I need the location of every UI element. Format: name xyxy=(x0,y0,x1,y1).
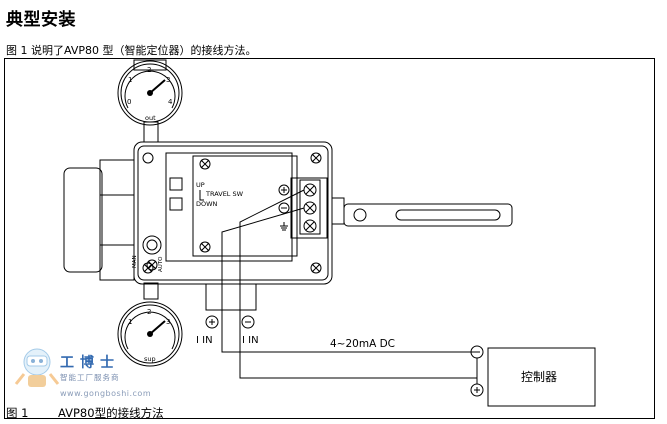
figure-caption: 图 1 AVP80型的接线方法 xyxy=(6,405,164,421)
terminal-travel-label: TRAVEL SW xyxy=(205,190,244,198)
page-title: 典型安装 xyxy=(6,10,76,30)
gauge-bottom-label: sup xyxy=(144,355,156,363)
figure-caption-text: AVP80型的接线方法 xyxy=(58,406,164,420)
gauge-bottom-num-3: 3 xyxy=(166,318,170,326)
gauge-top-num-0: 0 xyxy=(127,98,131,106)
output-pressure-gauge: 0 1 2 3 4 out xyxy=(117,59,183,143)
terminal-down-label: DOWN xyxy=(196,200,218,208)
gauge-top-num-1: 1 xyxy=(128,76,132,84)
watermark-logo: 工博士 xyxy=(60,355,120,371)
gauge-bottom-num-1: 1 xyxy=(128,318,132,326)
watermark-robot-icon xyxy=(14,348,60,387)
watermark-url: www.gongboshi.com xyxy=(60,389,152,398)
controller-box: 控制器 xyxy=(487,347,596,407)
figure-frame xyxy=(4,58,655,419)
signal-label: 4~20mA DC xyxy=(330,338,395,350)
auto-label: AUTO xyxy=(158,256,164,272)
gauge-top-label: out xyxy=(145,114,156,122)
signal-wiring: I IN I IN 4~20mA DC xyxy=(196,189,484,397)
positioner-body: MAN AUTO xyxy=(63,141,513,311)
iin-right-label: I IN xyxy=(242,335,259,346)
terminal-strip: UP TRAVEL SW DOWN xyxy=(196,177,328,239)
gauge-top-num-3: 3 xyxy=(166,76,170,84)
iin-left-label: I IN xyxy=(196,335,213,346)
gauge-bottom-num-2: 2 xyxy=(147,308,151,316)
gauge-top-num-2: 2 xyxy=(147,66,151,74)
supply-pressure-gauge: 1 2 3 sup xyxy=(117,282,183,367)
controller-label: 控制器 xyxy=(521,370,557,384)
watermark-subtitle: 智能工厂服务商 xyxy=(60,373,120,382)
intro-text: 图 1 说明了AVP80 型（智能定位器）的接线方法。 xyxy=(6,44,257,57)
gauge-top-num-4: 4 xyxy=(168,98,173,106)
figure-caption-number: 图 1 xyxy=(6,406,29,420)
terminal-up-label: UP xyxy=(196,181,205,189)
man-label: MAN xyxy=(132,255,138,268)
